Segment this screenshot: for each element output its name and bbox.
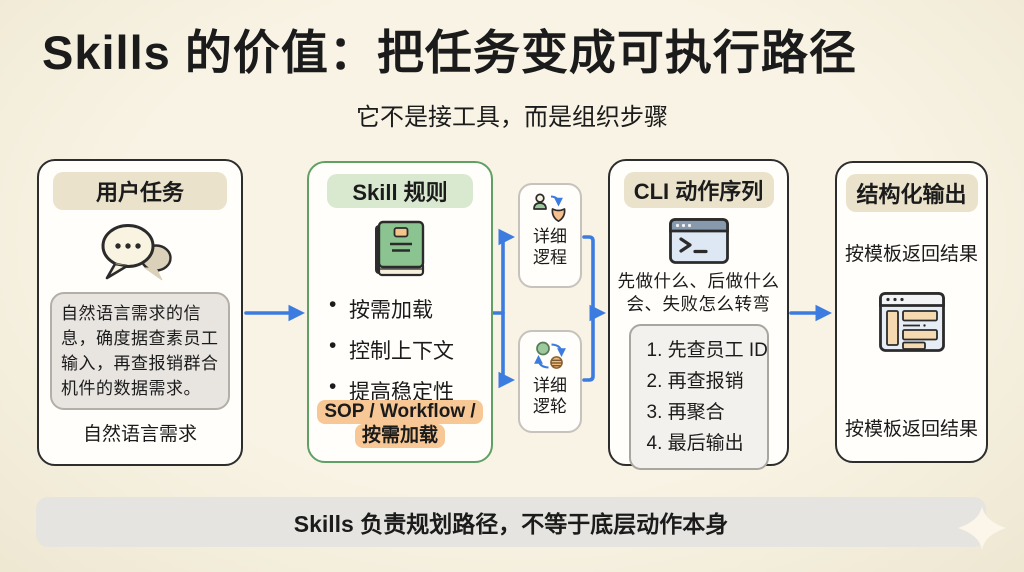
- cycle-icon: [534, 340, 566, 372]
- sparkle-icon: [958, 506, 1006, 550]
- cli-sequence-header: CLI 动作序列: [623, 172, 774, 208]
- bullet-item: 提高稳定性: [329, 375, 491, 406]
- cli-sequence-box: CLI 动作序列 先做什么、后做什么 会、失败怎么转弯 1. 先查员工 ID 2…: [608, 159, 789, 470]
- structured-output-top-text: 按模板返回结果: [844, 244, 978, 265]
- skill-rules-box: Skill 规则 按需加载 控制上下文 提高稳定性 SOP / Workflow…: [307, 161, 493, 463]
- page-subtitle: 它不是接工具，而是组织步骤: [356, 104, 668, 131]
- cli-step: 1. 先查员工 ID: [646, 340, 768, 361]
- user-task-header: 用户任务: [53, 172, 227, 210]
- bullet-item: 控制上下文: [329, 334, 491, 365]
- arrow-skill-to-detail-bottom: [498, 311, 515, 389]
- structured-output-bottom-text: 按模板返回结果: [844, 419, 978, 440]
- template-icon: [837, 292, 986, 352]
- detail-cycle-box: 详细 逻轮: [518, 330, 582, 433]
- detail-process-box: 详细 逻程: [518, 183, 582, 288]
- sop-workflow-tag-line1: SOP / Workflow /: [317, 400, 483, 424]
- detail-process-label: 详细 逻程: [533, 227, 567, 267]
- bullet-item: 按需加载: [329, 293, 491, 324]
- chat-bubbles-icon: [39, 222, 241, 284]
- structured-output-box: 结构化输出 按模板返回结果 按模板返回结果: [835, 161, 988, 463]
- footer-text: Skills 负责规划路径，不等于底层动作本身: [293, 511, 729, 537]
- user-task-caption: 自然语言需求: [82, 424, 197, 445]
- skill-rules-header: Skill 规则: [327, 174, 473, 208]
- arrow-skill-to-detail-top: [490, 228, 515, 315]
- cli-sequence-description: 先做什么、后做什么 会、失败怎么转弯: [617, 271, 780, 314]
- user-task-box: 用户任务 自然语言需求的信息，确度据查素员工输入，再查报销群合机件的数据需求。 …: [37, 159, 243, 466]
- detail-cycle-label: 详细 逻轮: [533, 376, 567, 416]
- cli-steps-list: 1. 先查员工 ID 2. 再查报销 3. 再聚合 4. 最后输出: [628, 324, 769, 470]
- page-title: Skills 的价值：把任务变成可执行路径: [42, 26, 857, 79]
- skill-rules-bullet-list: 按需加载 控制上下文 提高稳定性: [329, 293, 491, 406]
- user-task-body: 自然语言需求的信息，确度据查素员工输入，再查报销群合机件的数据需求。: [50, 292, 230, 410]
- terminal-icon: [610, 218, 787, 264]
- person-flow-icon: [532, 193, 568, 223]
- cli-step: 3. 再聚合: [646, 402, 725, 423]
- cli-step: 4. 最后输出: [646, 433, 744, 454]
- sop-workflow-tag: SOP / Workflow / 按需加载: [309, 400, 491, 448]
- arrow-detail-bottom-merge: [582, 311, 595, 382]
- sop-workflow-tag-line2: 按需加载: [354, 424, 445, 448]
- structured-output-header: 结构化输出: [845, 174, 978, 212]
- cli-step: 2. 再查报销: [646, 371, 744, 392]
- arrow-detail-to-cli: [582, 235, 606, 322]
- footer-banner: Skills 负责规划路径，不等于底层动作本身: [36, 497, 986, 547]
- book-icon: [309, 220, 491, 278]
